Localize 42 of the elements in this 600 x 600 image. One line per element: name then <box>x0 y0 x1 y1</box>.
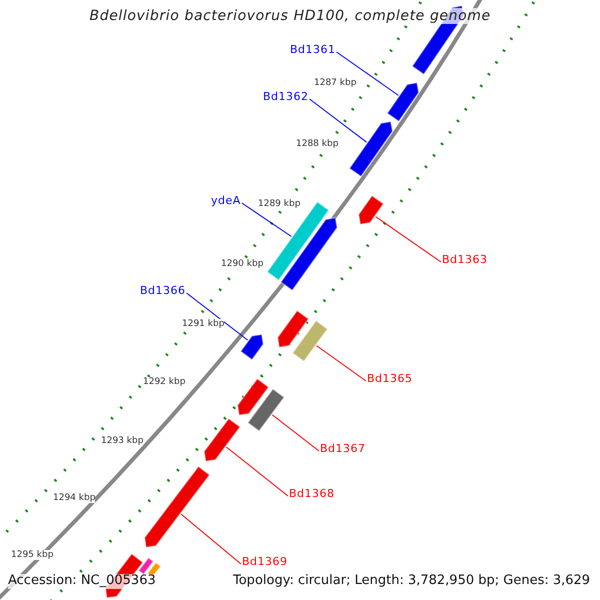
gene-label: Bd1361 <box>290 44 336 56</box>
leader-line <box>375 216 442 262</box>
leader-line <box>272 414 320 452</box>
gene-block <box>348 120 394 178</box>
tick-label: 1292 kbp <box>143 377 186 388</box>
gene-label: Bd1366 <box>140 284 186 298</box>
leader-line <box>241 202 292 237</box>
leader-line <box>226 446 288 496</box>
tick-label: 1294 kbp <box>53 493 96 504</box>
tick-label: 1291 kbp <box>182 319 224 330</box>
gene-label: ydeA <box>211 194 241 208</box>
gene-block <box>203 418 242 462</box>
leader-line <box>309 98 368 143</box>
accession-text: Accession: NC_005363 <box>8 574 156 589</box>
gene-block <box>386 82 420 122</box>
gene-bar <box>292 320 328 362</box>
tick-label: 1288 kbp <box>296 139 338 150</box>
genome-info-text: Topology: circular; Length: 3,782,950 bp; Genes: 3,629 <box>233 574 590 589</box>
title: Bdellovibrio bacteriovorus HD100, complete genome <box>90 8 491 24</box>
gene-label: Bd1363 <box>442 254 488 266</box>
leader-line <box>336 52 399 96</box>
gene-bar <box>246 388 286 432</box>
tick-label: 1290 kbp <box>221 259 264 270</box>
gene-block <box>240 334 264 361</box>
gene-block <box>144 465 211 548</box>
gene-block <box>236 378 270 416</box>
tick-label: 1293 kbp <box>101 436 144 446</box>
leader-line <box>180 514 242 564</box>
gene-label: Bd1365 <box>367 372 413 386</box>
leader-line <box>316 345 366 382</box>
gene-label: Bd1362 <box>263 90 309 104</box>
leader-line <box>186 292 248 341</box>
tick-label: 1287 kbp <box>314 78 356 88</box>
tick-label: 1295 kbp <box>11 550 54 560</box>
gene-block <box>280 216 338 292</box>
gene-label: Bd1368 <box>289 488 335 500</box>
gene-bar <box>138 556 154 576</box>
gene-block <box>358 194 384 226</box>
tick-label: 1289 kbp <box>258 199 300 210</box>
gene-label: Bd1367 <box>320 442 366 456</box>
gene-block <box>276 310 310 348</box>
gene-label: Bd1369 <box>242 556 288 568</box>
